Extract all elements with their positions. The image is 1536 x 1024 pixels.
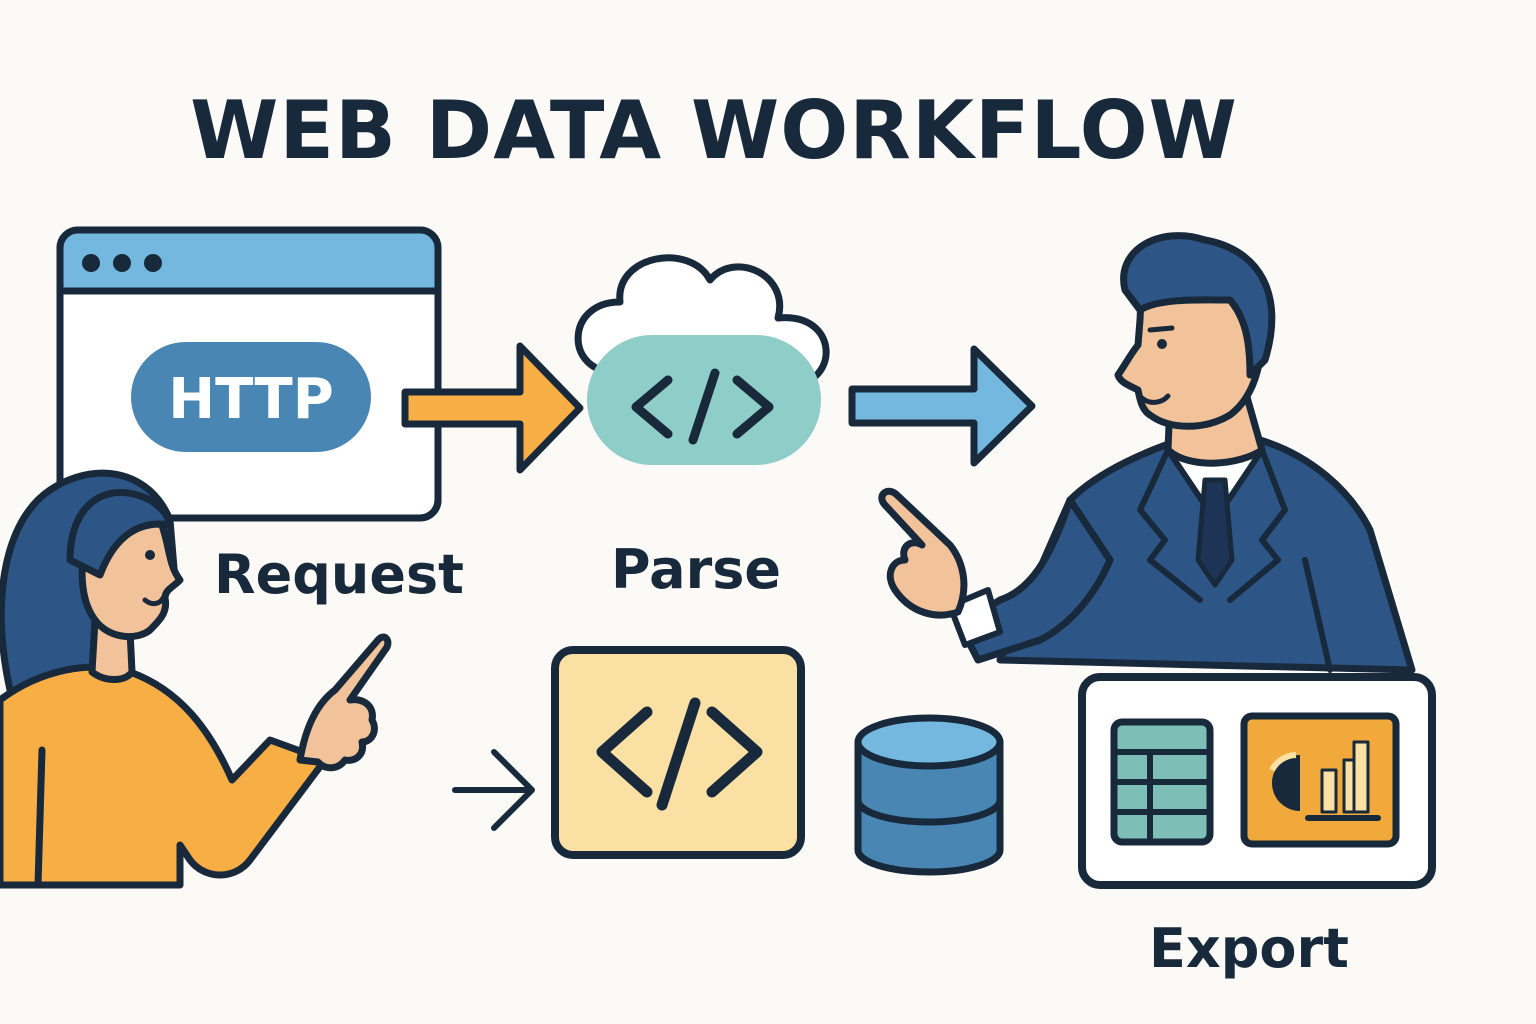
http-badge-label: HTTP (168, 367, 334, 432)
browser-window: HTTP (56, 226, 442, 522)
http-badge (131, 342, 371, 452)
code-brackets-icon (631, 368, 774, 445)
request-label: Request (214, 543, 464, 606)
window-dot-icon (144, 254, 162, 272)
small-arrow-icon (452, 749, 535, 831)
window-dot-icon (113, 254, 131, 272)
code-brackets-icon (596, 697, 763, 811)
database-icon (854, 714, 1004, 876)
window-dot-icon (82, 254, 100, 272)
woman-figure (0, 469, 392, 889)
businessman-figure (878, 232, 1416, 674)
chart-report-icon (1240, 712, 1400, 848)
cloud-parser-icon (574, 254, 830, 465)
parse-label: Parse (611, 538, 781, 601)
code-card (551, 646, 805, 859)
spreadsheet-icon (1110, 718, 1214, 846)
pointing-hand-icon (296, 633, 392, 772)
export-panel (1078, 673, 1436, 889)
export-label: Export (1149, 917, 1349, 980)
blue-arrow-icon (848, 345, 1036, 467)
page-title: WEB DATA WORKFLOW (190, 84, 1238, 177)
pointing-hand-icon (878, 487, 968, 619)
orange-arrow-icon (401, 342, 584, 474)
